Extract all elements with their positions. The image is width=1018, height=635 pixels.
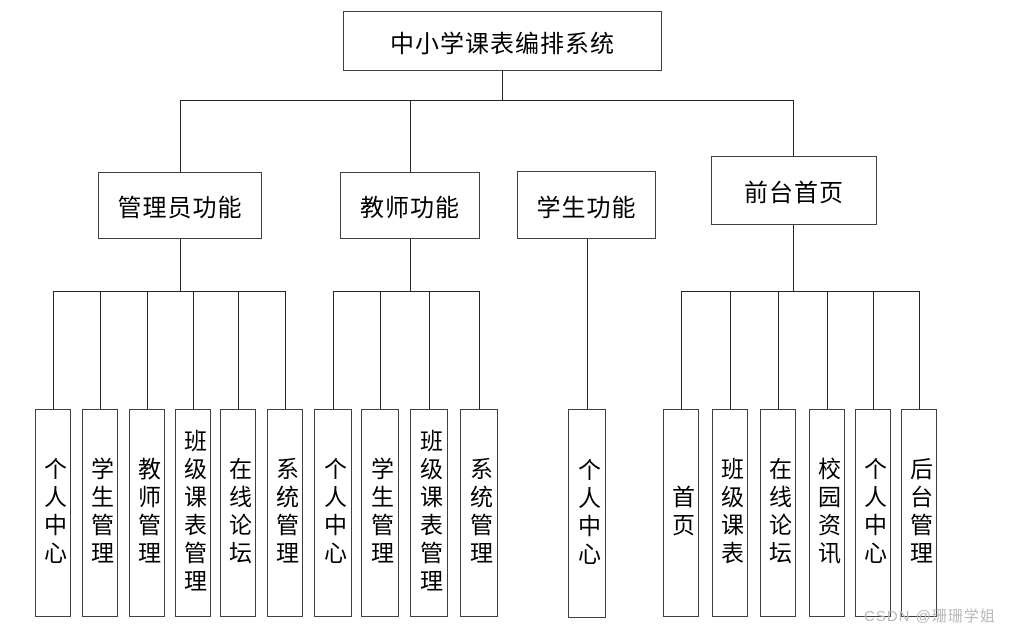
- node-system-management: 系统管理: [460, 409, 498, 617]
- csdn-watermark: CSDN @珊珊学姐: [864, 608, 996, 625]
- node-student-management: 学生管理: [361, 409, 399, 617]
- connector-line: [147, 291, 148, 409]
- connector-line: [429, 291, 430, 409]
- connector-line: [873, 291, 874, 409]
- connector-line: [793, 225, 794, 291]
- connector-line: [238, 291, 239, 409]
- node-personal-center: 个人中心: [568, 409, 606, 618]
- node-teacher-functions: 教师功能: [340, 172, 480, 239]
- connector-line: [100, 291, 101, 409]
- connector-line: [410, 100, 411, 172]
- node-class-timetable-management: 班级课表管理: [175, 409, 211, 617]
- connector-line: [333, 291, 334, 409]
- connector-line: [180, 100, 794, 101]
- node-student-management: 学生管理: [82, 409, 118, 617]
- node-home: 首页: [663, 409, 699, 617]
- node-front-homepage: 前台首页: [711, 156, 877, 225]
- node-student-functions: 学生功能: [517, 171, 656, 239]
- connector-line: [53, 291, 54, 409]
- node-teacher-management: 教师管理: [129, 409, 165, 617]
- node-backend-management: 后台管理: [901, 409, 937, 617]
- connector-line: [730, 291, 731, 409]
- connector-line: [778, 291, 779, 409]
- node-admin-functions: 管理员功能: [98, 172, 262, 239]
- connector-line: [827, 291, 828, 409]
- node-campus-news: 校园资讯: [809, 409, 845, 617]
- node-online-forum: 在线论坛: [220, 409, 256, 617]
- node-personal-center: 个人中心: [314, 409, 352, 617]
- connector-line: [285, 291, 286, 409]
- node-online-forum: 在线论坛: [760, 409, 796, 617]
- connector-line: [410, 239, 411, 291]
- connector-line: [587, 239, 588, 409]
- connector-line: [53, 291, 286, 292]
- node-personal-center: 个人中心: [855, 409, 891, 617]
- node-system-management: 系统管理: [267, 409, 303, 617]
- node-personal-center: 个人中心: [35, 409, 71, 617]
- connector-line: [380, 291, 381, 409]
- connector-line: [919, 291, 920, 409]
- connector-line: [193, 291, 194, 409]
- connector-line: [681, 291, 919, 292]
- connector-line: [333, 291, 479, 292]
- connector-line: [681, 291, 682, 409]
- connector-line: [502, 71, 503, 100]
- connector-line: [479, 291, 480, 409]
- node-class-timetable-management: 班级课表管理: [410, 409, 448, 617]
- connector-line: [793, 100, 794, 156]
- node-root-system-title: 中小学课表编排系统: [343, 11, 662, 71]
- node-class-timetable: 班级课表: [712, 409, 748, 617]
- connector-line: [180, 100, 181, 172]
- connector-line: [180, 239, 181, 291]
